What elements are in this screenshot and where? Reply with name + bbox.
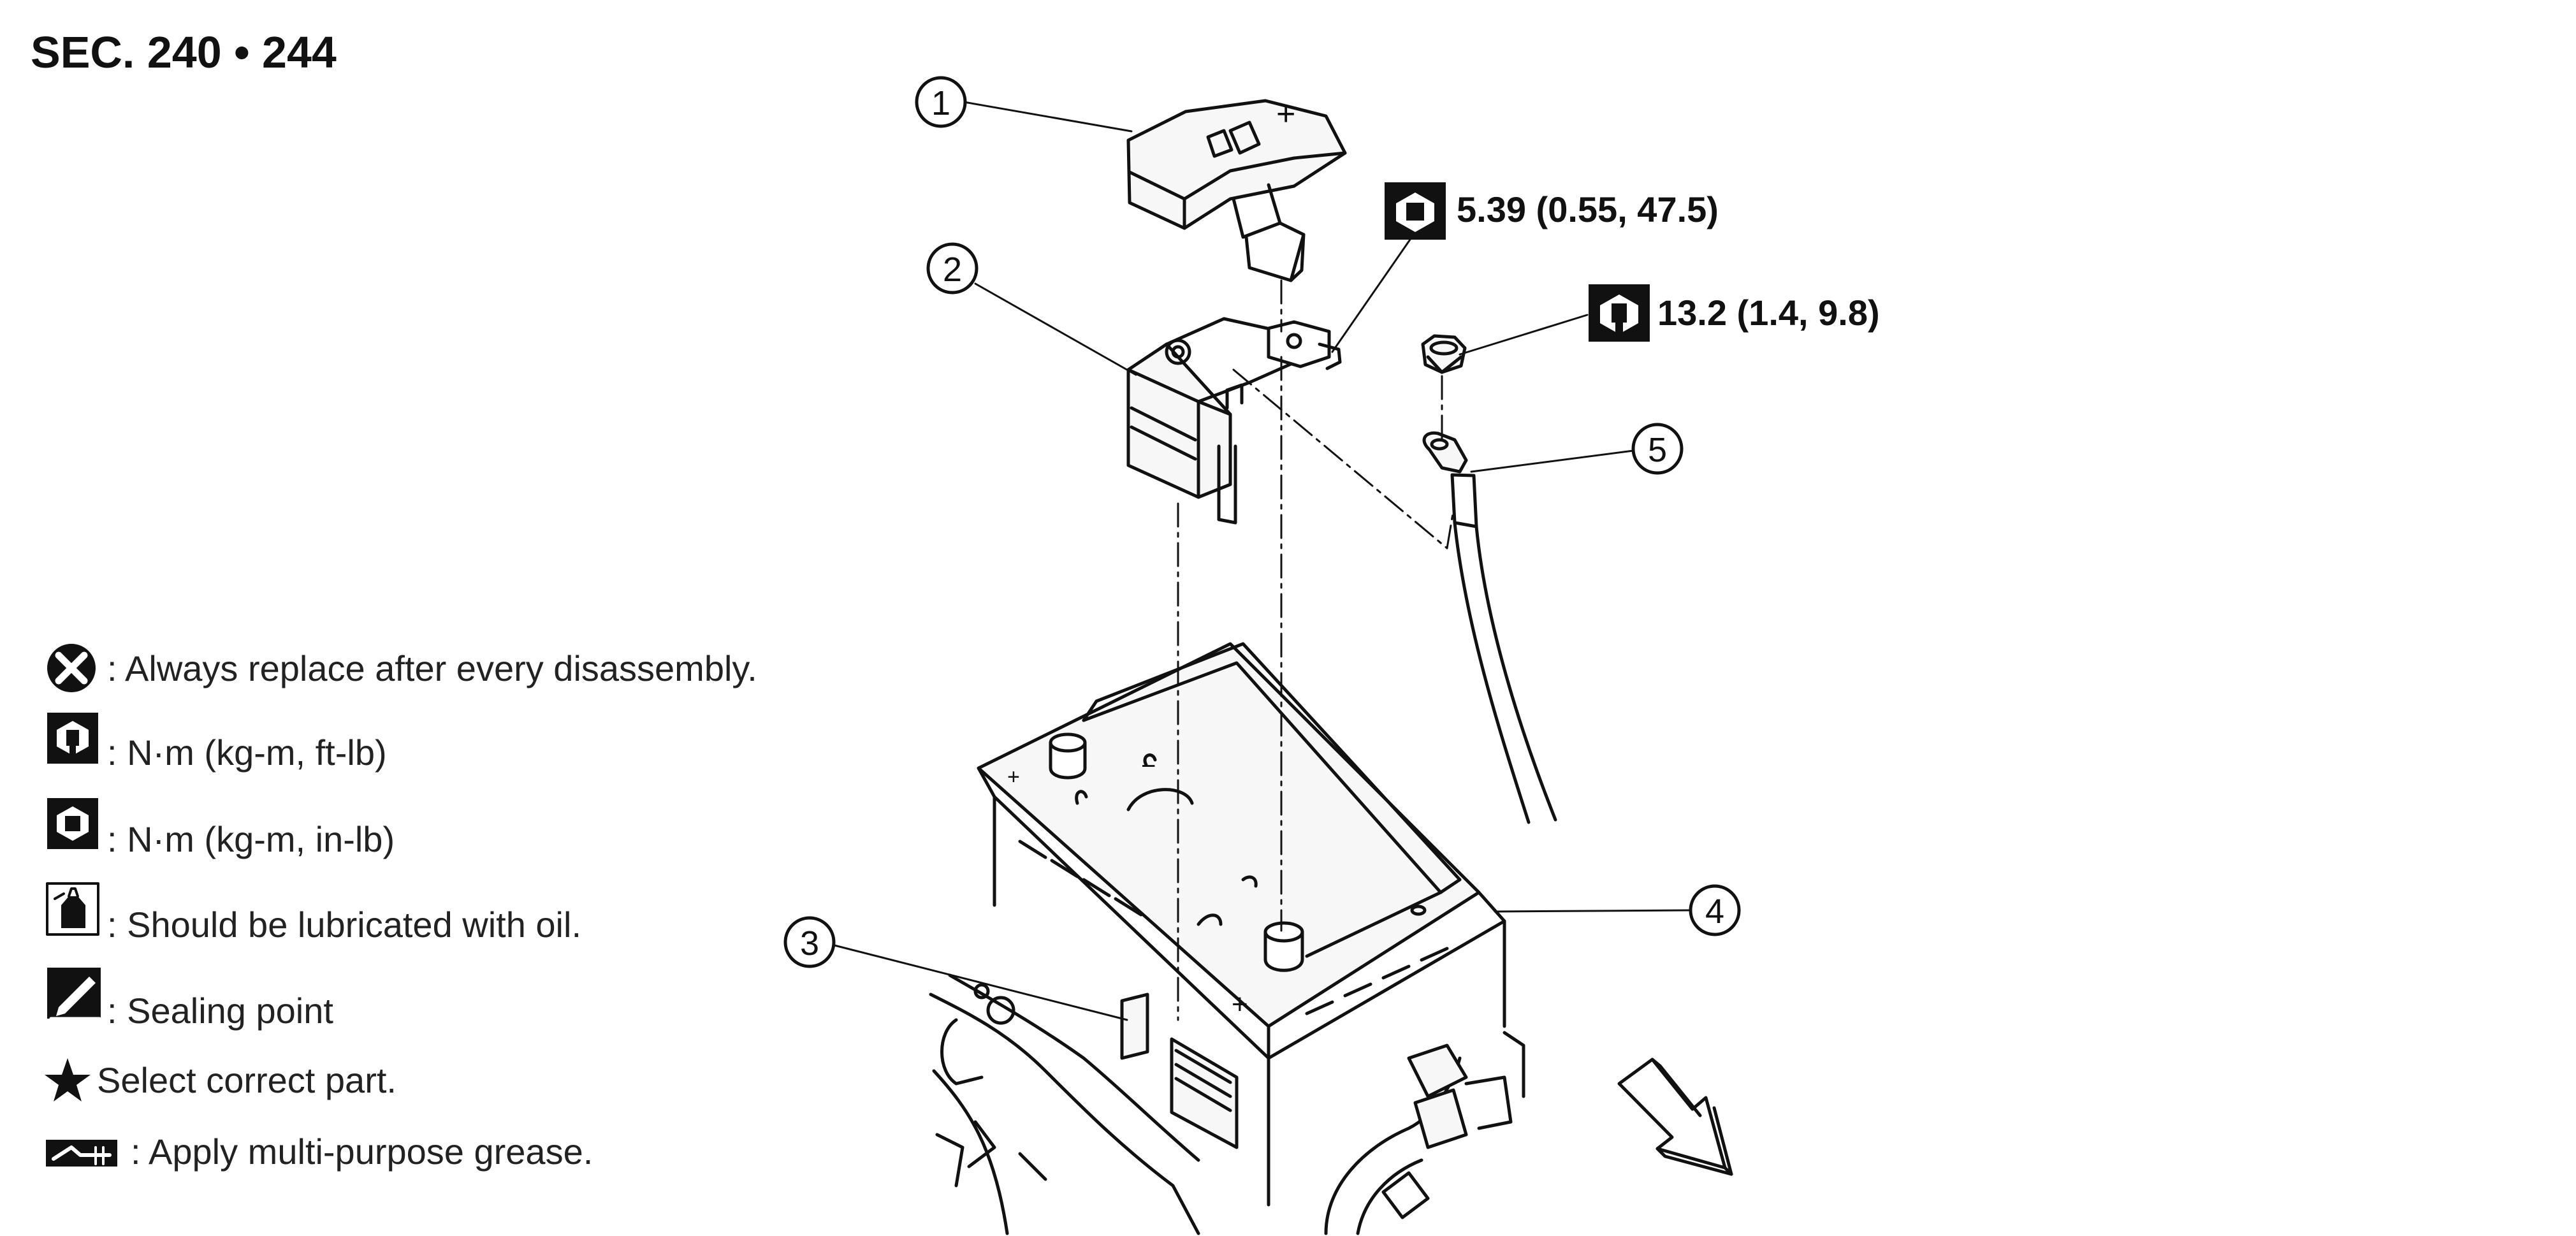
callout-3-number: 3 [800,924,819,963]
callout-5-number: 5 [1648,431,1667,469]
callout-4-number: 4 [1705,892,1724,931]
callout-3: 3 [783,916,836,968]
legend: : Always replace after every disassembly… [45,644,757,1172]
torque-value-cable-nut: 13.2 (1.4, 9.8) [1657,293,1880,333]
front-arrow-icon [1617,1058,1733,1176]
battery: + − + [977,642,1506,1207]
cable-nut [1421,334,1467,374]
legend-item: : N·m (kg-m, ft-lb) [47,713,387,773]
callout-1: 1 [915,76,967,128]
assembly-guide-lines [1177,279,1455,1021]
torque-value-terminal-clamp: 5.39 (0.55, 47.5) [1457,189,1719,229]
fusible-link-block [1126,317,1342,525]
callout-2: 2 [926,242,979,294]
torque-in-lb-icon [47,798,98,849]
legend-text: : N·m (kg-m, in-lb) [107,819,395,859]
grease-icon [46,1140,117,1167]
star-icon [45,1058,91,1101]
legend-item: : Sealing point [47,968,333,1031]
callout-leaders [831,101,1691,1021]
torque-spec-terminal-clamp: 5.39 (0.55, 47.5) [1385,182,1719,240]
legend-text: : Always replace after every disassembly… [107,648,757,688]
torque-spec-cable-nut: 13.2 (1.4, 9.8) [1589,284,1880,342]
legend-text: : Apply multi-purpose grease. [131,1131,593,1172]
torque-in-lb-icon [1385,182,1446,240]
terminal-cover: + [1126,96,1347,282]
legend-item: : N·m (kg-m, in-lb) [47,798,395,859]
torque-ft-lb-icon [47,713,98,764]
callout-4: 4 [1689,884,1741,936]
legend-item: : Always replace after every disassembly… [47,644,757,692]
callout-2-number: 2 [943,251,962,289]
legend-text: : N·m (kg-m, ft-lb) [107,732,387,773]
oil-can-icon [46,882,99,936]
battery-positive-mark: + [1232,989,1248,1020]
legend-item: : Apply multi-purpose grease. [46,1131,593,1172]
sealing-point-icon [47,968,101,1021]
legend-text: : Sealing point [107,991,333,1031]
torque-ft-lb-icon [1589,284,1650,342]
ground-cable [1422,431,1557,824]
legend-text: : Should be lubricated with oil. [107,905,581,945]
battery-top-positive-mark: + [1007,765,1020,789]
legend-item: : Should be lubricated with oil. [46,882,581,945]
legend-item: Select correct part. [45,1058,397,1101]
legend-text: Select correct part. [97,1060,397,1100]
cover-plus-mark: + [1276,96,1295,133]
always-replace-icon [47,644,96,692]
harness-and-tray [929,973,1525,1235]
callout-5: 5 [1631,423,1684,475]
battery-negative-mark: − [1141,752,1156,780]
callout-1-number: 1 [931,84,950,122]
section-title: SEC. 240 • 244 [31,27,337,77]
